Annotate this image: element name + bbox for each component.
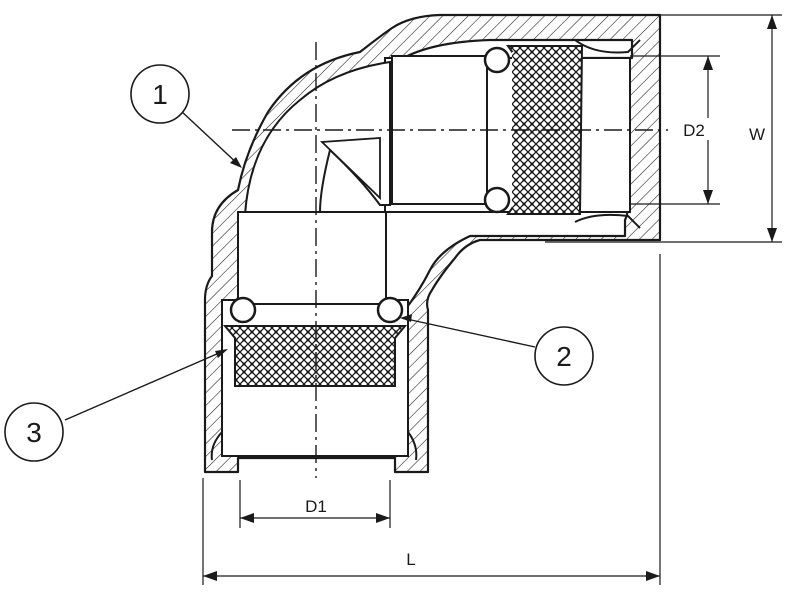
callout-3-circle — [4, 402, 64, 462]
horizontal-socket-end — [574, 39, 641, 229]
dimension-label-d2: D2 — [683, 121, 705, 140]
grip-mesh-vertical — [240, 330, 390, 382]
o-ring-right — [376, 296, 404, 324]
callout-2-circle — [534, 326, 594, 386]
dimension-label-d1: D1 — [305, 497, 327, 516]
vertical-socket-end — [210, 431, 418, 461]
fitting-body — [203, 13, 662, 474]
callout-3-label: 3 — [26, 417, 42, 448]
leader-1 — [179, 109, 241, 167]
leader-2 — [401, 317, 536, 348]
center-lines — [232, 42, 668, 478]
o-ring-top-upper — [483, 46, 511, 74]
callout-3: 3 — [4, 402, 64, 462]
callout-1: 1 — [130, 64, 190, 124]
o-rings — [229, 46, 511, 324]
dimension-label-l: L — [406, 550, 415, 569]
callout-leaders — [64, 109, 536, 421]
callout-1-circle — [130, 64, 190, 124]
o-ring-top-lower — [483, 186, 511, 214]
callout-leader-arrows — [215, 157, 412, 358]
callout-2-label: 2 — [556, 341, 572, 372]
leader-3 — [64, 349, 227, 421]
callout-2: 2 — [534, 326, 594, 386]
dimension-arrowheads — [203, 15, 777, 581]
o-ring-left — [229, 296, 257, 324]
internal-cone — [319, 137, 381, 201]
callout-1-label: 1 — [152, 79, 168, 110]
dimension-label-w: W — [749, 125, 765, 144]
vertical-insert — [237, 211, 387, 305]
